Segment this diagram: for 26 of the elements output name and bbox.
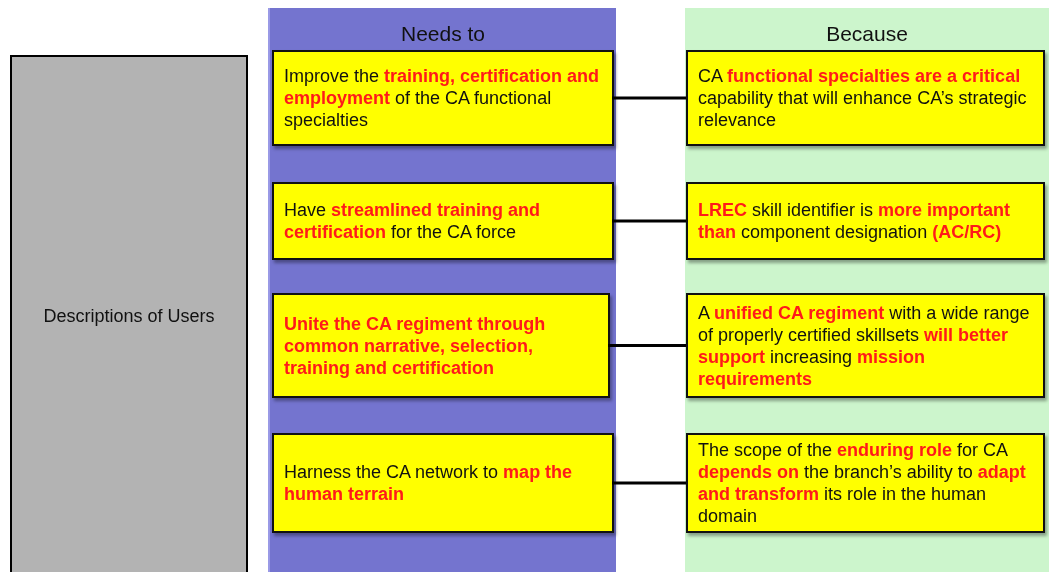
statement-box xyxy=(272,50,614,146)
statement-box xyxy=(272,433,614,533)
column-heading: Because xyxy=(825,22,909,46)
box-text: Harness the CA network to map the human terrain xyxy=(284,461,574,505)
statement-box xyxy=(686,293,1045,398)
statement-box xyxy=(686,182,1045,260)
connector-line xyxy=(608,344,686,347)
box-text: A unified CA regiment with a wide range of properly certified skillsets will better support increasing mission requirements xyxy=(698,301,1031,390)
box-text: Unite the CA regiment through common narrative, selection, training and certification xyxy=(284,312,547,379)
label-box xyxy=(10,55,248,572)
connector-line xyxy=(612,481,686,485)
connector-line xyxy=(612,219,686,223)
box-text: LREC skill identifier is more important than component designation (AC/RC) xyxy=(698,199,1012,243)
statement-box xyxy=(272,182,614,260)
box-text: Descriptions of Users xyxy=(43,305,215,327)
column-panel xyxy=(685,8,1049,572)
statement-box xyxy=(686,50,1045,146)
column-panel xyxy=(268,8,616,572)
box-text: The scope of the enduring role for CA depends on the branch’s ability to adapt and transform its role in the human domain xyxy=(698,439,1027,527)
box-text: Improve the training, certification and employment of the CA functional specialties xyxy=(284,65,601,131)
box-text: Have streamlined training and certification for the CA force xyxy=(284,199,542,243)
column-heading: Needs to xyxy=(399,22,487,46)
statement-box xyxy=(272,293,610,398)
box-text: CA functional specialties are a critical capability that will enhance CA’s strategic relevance xyxy=(698,65,1028,131)
connector-line xyxy=(612,96,686,100)
statement-box xyxy=(686,433,1045,533)
